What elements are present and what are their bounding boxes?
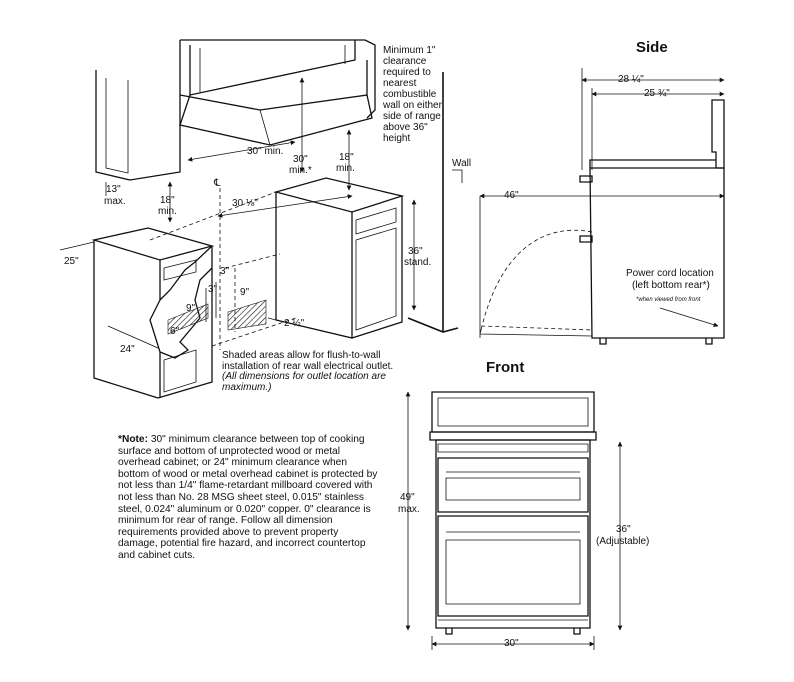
wall-label: Wall [452,158,471,169]
dim-label-9-right: 9" [240,287,250,298]
overhead-hood [179,39,373,146]
dim-label-13-max-2: max. [104,196,126,207]
outlet-zone-right [227,299,267,331]
dim-label-18-min-right: 18" [339,152,354,163]
dim-label-30-min: 30" min. [247,146,283,157]
dim-label-18-min-right-2: min. [336,163,355,174]
note-label: *Note: [118,434,148,445]
centerline-symbol: ℄ [213,178,221,189]
shaded-line-1: Shaded areas allow for flush-to-wall [222,350,381,361]
dim-label-36-adjustable: 36" [616,524,631,535]
back-wall [407,72,463,333]
side-heading: Side [636,39,668,56]
base-cabinet-left [91,227,215,399]
dim-label-28-1-4: 28 ¼" [618,73,644,85]
dim-label-30-1-8: 30 ⅛" [232,198,258,209]
installation-view: 30" min. 30" min.* 18" min. 13" max. 18"… [59,39,471,399]
dim-label-13-max: 13" [106,184,121,195]
note-text: 30" minimum clearance between top of coo… [118,434,378,561]
dim-label-30-min-star-2: min.* [289,165,312,176]
front-view: Front 49" max. 36" (Adjustable) 30" [398,359,649,650]
dim-label-30-front: 30" [504,638,519,649]
shaded-italic: (All dimensions for outlet location are … [222,371,386,393]
side-view: Side 28 ¼" 25 ¾" 46" Power cord location… [479,39,725,345]
front-heading: Front [486,359,524,376]
clearance-text: Minimum 1" clearance required to nearest… [383,45,442,144]
dim-label-46: 46" [504,190,519,201]
upper-cabinet-left [95,40,181,181]
dim-label-6: 6" [170,326,180,337]
upper-cabinet-right [364,39,376,119]
dim-label-24: 24" [120,344,135,355]
outlet-zone-left [167,303,209,335]
dim-label-18-min-left: 18" [160,195,175,206]
power-cord-label: Power cord location [626,268,714,279]
dim-label-18-min-left-2: min. [158,206,177,217]
dim-label-36-stand: 36" [408,246,423,257]
dim-label-9-left: 9" [186,303,196,314]
shaded-areas-note: Shaded areas allow for flush-to-wall ins… [222,350,422,393]
dim-label-36-adjustable-2: (Adjustable) [596,536,649,547]
range-side-profile [579,99,725,345]
viewed-from-front-note: *when viewed from front [636,297,701,303]
power-cord-label-2: (left bottom rear*) [632,280,710,291]
combustible-wall-clearance-note: Minimum 1" clearance required to nearest… [383,45,453,144]
dim-label-30-min-star: 30" [293,154,308,165]
door-swing-arc [481,229,593,331]
range-front-outline [429,391,597,635]
dim-label-49: 49" [400,492,415,503]
installation-note: *Note: 30" minimum clearance between top… [118,434,380,562]
dim-label-36-stand-2: stand. [404,257,431,268]
dimension-lines [59,77,417,349]
dim-label-25: 25" [64,256,79,267]
dim-label-3-upper: 3" [220,266,230,277]
dim-label-3-lower: 3" [208,284,218,295]
dim-label-2-1-2: 2 ½" [284,318,305,329]
base-cabinet-right [273,177,405,339]
shaded-line-2: installation of rear wall electrical out… [222,360,394,372]
dim-label-25-3-4: 25 ¾" [644,88,670,99]
dim-label-49-2: max. [398,504,420,515]
